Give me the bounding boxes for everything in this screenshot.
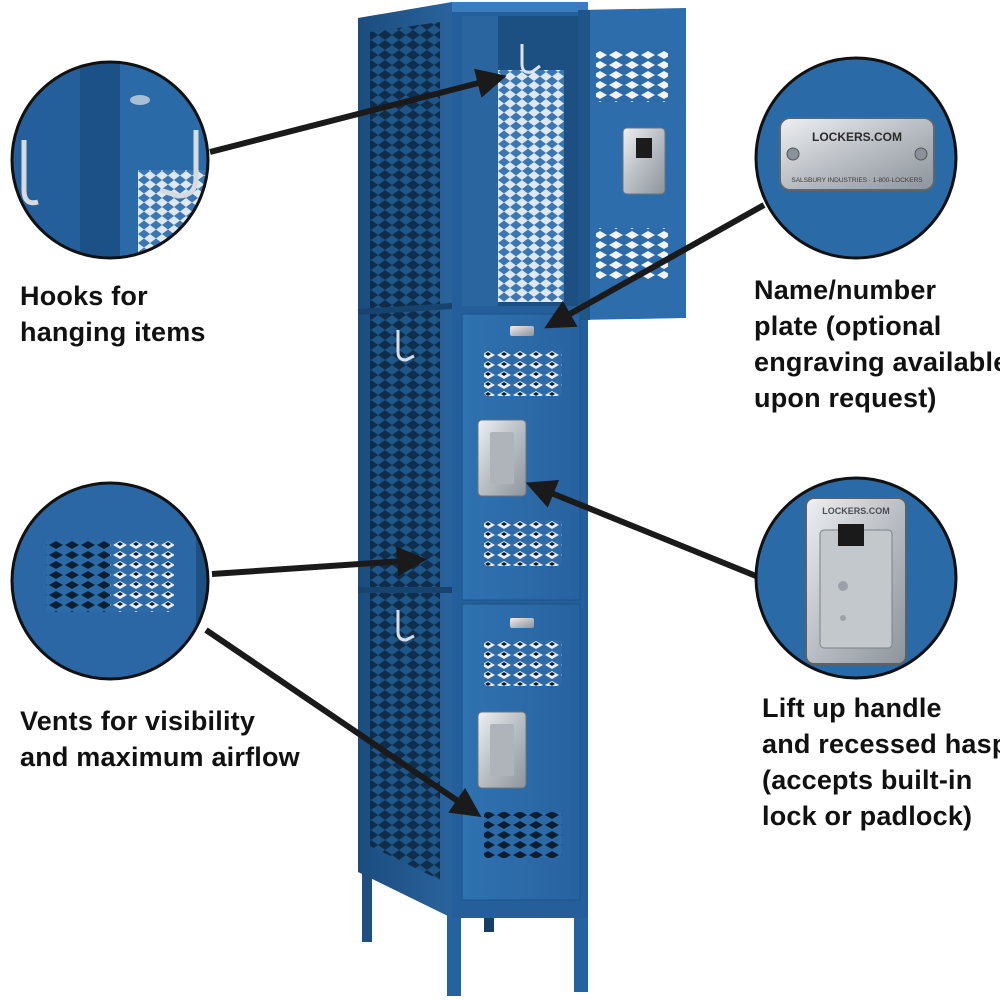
handle-icon xyxy=(622,127,666,195)
vent-icon xyxy=(484,812,562,858)
vents-caption: Vents for visibility and maximum airflow xyxy=(20,703,300,775)
name-plate-icon xyxy=(779,117,935,191)
caption-line: Hooks for xyxy=(20,281,148,311)
vents-detail-circle xyxy=(10,481,210,681)
arrow-icon xyxy=(525,479,758,579)
plate-brand: LOCKERS.COM xyxy=(812,130,902,144)
locker-leg xyxy=(574,900,588,992)
arrow-icon xyxy=(211,546,427,577)
vent-icon xyxy=(596,228,668,280)
caption-line: (accepts built-in xyxy=(762,765,973,795)
locker-leg xyxy=(447,900,461,996)
caption-line: and recessed hasp xyxy=(762,729,1000,759)
vent-icon xyxy=(484,350,562,396)
arrow-icon xyxy=(209,68,507,155)
hook-icon xyxy=(520,44,541,74)
caption-line: plate (optional xyxy=(754,311,942,341)
caption-line: Name/number xyxy=(754,275,937,305)
hook-icon xyxy=(21,140,39,206)
back-mesh xyxy=(498,70,564,302)
hooks-detail-circle xyxy=(10,60,210,260)
hooks-caption: Hooks for hanging items xyxy=(20,278,206,350)
handle-caption: Lift up handle and recessed hasp (accept… xyxy=(762,690,1000,834)
vent-icon xyxy=(110,540,174,612)
caption-line: Vents for visibility xyxy=(20,706,256,736)
hook-icon xyxy=(396,610,415,642)
caption-line: and maximum airflow xyxy=(20,742,300,772)
plate-subtext: SALSBURY INDUSTRIES · 1-800-LOCKERS xyxy=(791,177,923,184)
name-plate-icon xyxy=(510,326,534,336)
caption-line: hanging items xyxy=(20,317,206,347)
caption-line: Lift up handle xyxy=(762,693,942,723)
plate-caption: Name/number plate (optional engraving av… xyxy=(754,272,1000,416)
side-mesh xyxy=(370,22,440,880)
hook-icon xyxy=(396,330,415,362)
arrow-icon xyxy=(544,202,766,329)
vent-icon xyxy=(484,520,562,566)
plate-detail-circle: LOCKERS.COM SALSBURY INDUSTRIES · 1-800-… xyxy=(754,56,958,260)
caption-line: upon request) xyxy=(754,383,937,413)
leader-lines xyxy=(204,68,766,818)
vent-icon xyxy=(484,640,562,686)
handle-detail-circle: LOCKERS.COM xyxy=(754,476,958,680)
hook-icon xyxy=(159,130,199,199)
vent-icon xyxy=(596,50,668,102)
caption-line: engraving available xyxy=(754,347,1000,377)
locker-leg xyxy=(362,868,372,942)
handle-brand: LOCKERS.COM xyxy=(822,506,890,516)
vent-icon xyxy=(46,540,110,612)
arrow-icon xyxy=(204,627,482,818)
locker xyxy=(357,2,686,996)
caption-line: lock or padlock) xyxy=(762,801,973,831)
name-plate-icon xyxy=(510,618,534,628)
